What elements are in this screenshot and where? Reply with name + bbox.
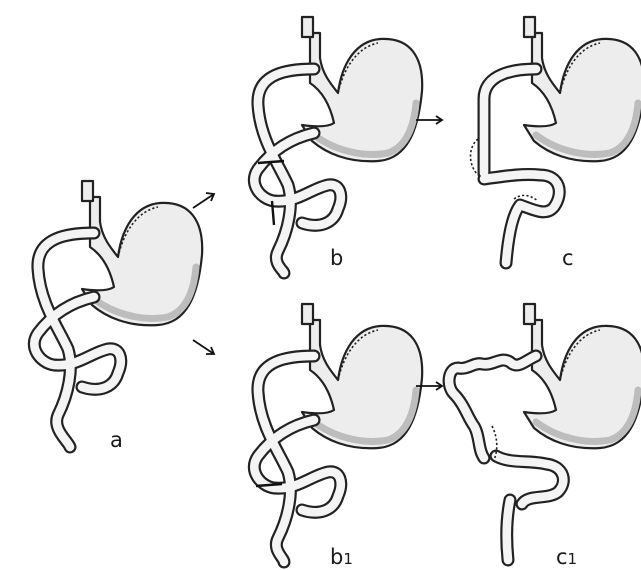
anastomosis: [471, 139, 479, 175]
panel-b1: b1: [254, 304, 422, 569]
panel-label-c1: c1: [556, 545, 577, 569]
arrow-a-to-b1: [193, 340, 214, 354]
panel-c: c: [471, 17, 641, 270]
panel-label-a: a: [110, 428, 123, 452]
panel-label-b: b: [330, 246, 343, 270]
stomach-b: [302, 17, 422, 161]
panel-a: a: [34, 181, 202, 452]
stomach-c1: [524, 304, 641, 448]
stomach-a: [82, 181, 202, 325]
stomach-b1: [302, 304, 422, 448]
panel-label-b1: b1: [330, 545, 353, 569]
panel-c1: c1: [449, 304, 641, 569]
arrow-b-to-c: [416, 116, 442, 124]
stomach-c: [524, 17, 641, 161]
panel-b: b: [254, 17, 422, 273]
arrow-a-to-b: [193, 193, 214, 208]
panel-label-c: c: [562, 246, 574, 270]
